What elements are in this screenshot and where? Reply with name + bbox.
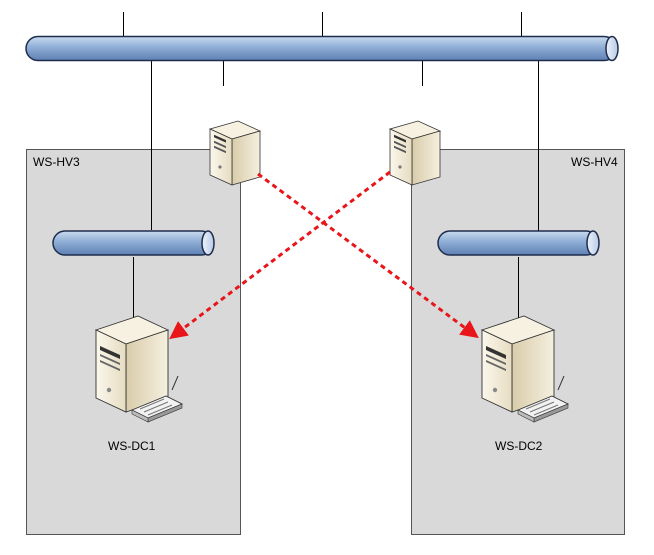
vm-label-ws-dc1: WS-DC1 <box>108 439 156 453</box>
backbone-pipe-icon <box>25 35 619 62</box>
server-tower-icon-hv4 <box>389 120 441 186</box>
virtual-switch-icon-hv4 <box>437 230 600 256</box>
virtual-switch-icon-hv3 <box>52 230 215 256</box>
migration-arrow-hv4-to-dc1 <box>169 170 391 340</box>
host-label-ws-hv3: WS-HV3 <box>33 155 80 169</box>
vm-label-ws-dc2: WS-DC2 <box>495 439 543 453</box>
connection-lines <box>123 12 539 318</box>
server-tower-icon-hv3 <box>209 120 261 186</box>
migration-arrow-hv3-to-dc2 <box>257 172 479 339</box>
migration-arrows <box>169 170 479 340</box>
host-label-ws-hv4: WS-HV4 <box>571 155 618 169</box>
